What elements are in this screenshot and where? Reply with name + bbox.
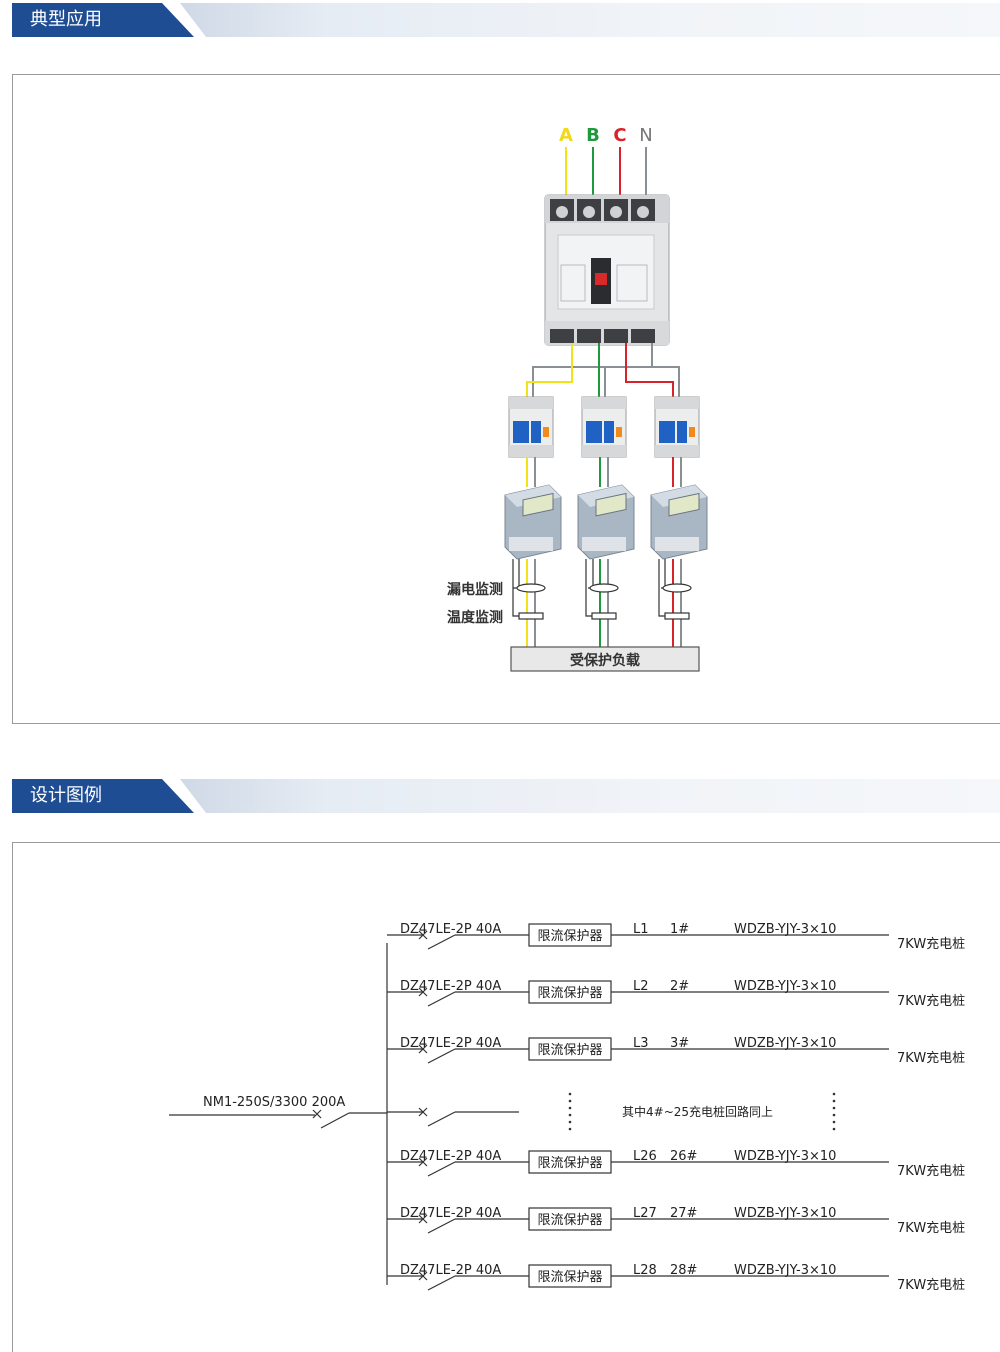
limiter-label: 限流保护器 xyxy=(537,1213,602,1228)
ellipsis-note: 其中4#~25充电桩回路同上 xyxy=(622,1104,773,1119)
line-label: L3 xyxy=(633,1036,649,1051)
breaker-label: DZ47LE-2P 40A xyxy=(400,1149,501,1164)
section-title: 设计图例 xyxy=(30,785,102,806)
load-label: 7KW充电桩 xyxy=(897,1277,965,1293)
branch-number: 28# xyxy=(670,1263,697,1278)
branch-circuit: DZ47LE-2P 40A 限流保护器 L26 26# WDZB-YJY-3×10 7KW… xyxy=(387,1149,965,1179)
breaker-contact xyxy=(427,1218,456,1234)
ellipsis-dots-right xyxy=(832,1092,836,1131)
cable-spec: WDZB-YJY-3×10 xyxy=(734,1036,836,1051)
current-limiter-device-1 xyxy=(504,484,562,560)
cable-spec: WDZB-YJY-3×10 xyxy=(734,979,836,994)
branch-circuit: DZ47LE-2P 40A 限流保护器 L28 28# WDZB-YJY-3×10 7KW… xyxy=(387,1263,965,1293)
branch-circuit: DZ47LE-2P 40A 限流保护器 L2 2# WDZB-YJY-3×10 7KW充电… xyxy=(387,979,965,1009)
distribution-wires xyxy=(526,343,680,397)
header-tab xyxy=(12,779,194,813)
breaker-contact xyxy=(427,1161,456,1177)
cable-spec: WDZB-YJY-3×10 xyxy=(734,1149,836,1164)
breaker-label: DZ47LE-2P 40A xyxy=(400,922,501,937)
breaker-label: DZ47LE-2P 40A xyxy=(400,979,501,994)
header-tab xyxy=(12,3,194,37)
application-diagram: A B C N xyxy=(447,125,708,672)
load-label: 7KW充电桩 xyxy=(897,1163,965,1179)
breaker-contact xyxy=(427,934,456,950)
limiter-label: 限流保护器 xyxy=(537,986,602,1001)
breaker-label: DZ47LE-2P 40A xyxy=(400,1036,501,1051)
limiter-label: 限流保护器 xyxy=(537,929,602,944)
branch-circuit: DZ47LE-2P 40A 限流保护器 L3 3# WDZB-YJY-3×10 7KW充电… xyxy=(387,1036,965,1066)
cable-spec: WDZB-YJY-3×10 xyxy=(734,922,836,937)
breaker-contact xyxy=(427,991,456,1007)
line-label: L2 xyxy=(633,979,649,994)
protected-load-label: 受保护负载 xyxy=(570,652,640,669)
header-stripe xyxy=(180,3,1000,37)
branch-number: 27# xyxy=(670,1206,697,1221)
design-legend-panel: NM1-250S/3300 200A 其中4#~25充电桩回路同上 DZ47LE… xyxy=(12,842,1000,1352)
line-label: L28 xyxy=(633,1263,657,1278)
cable-spec: WDZB-YJY-3×10 xyxy=(734,1206,836,1221)
wiring-schematic: NM1-250S/3300 200A 其中4#~25充电桩回路同上 DZ47LE… xyxy=(169,922,965,1293)
phase-label-n: N xyxy=(639,125,652,146)
load-label: 7KW充电桩 xyxy=(897,993,965,1009)
mccb-breaker xyxy=(544,194,670,346)
branch-number: 2# xyxy=(670,979,689,994)
breaker-contact xyxy=(427,1275,456,1291)
monitor-to-load-wires xyxy=(526,559,682,647)
cable-spec: WDZB-YJY-3×10 xyxy=(734,1263,836,1278)
protected-load-box xyxy=(510,646,700,672)
limiter-label: 限流保护器 xyxy=(537,1270,602,1285)
temperature-monitor-label: 温度监测 xyxy=(447,609,503,626)
current-limiter-device-2 xyxy=(577,484,635,560)
load-label: 7KW充电桩 xyxy=(897,936,965,952)
header-stripe xyxy=(180,779,1000,813)
breaker-x-mark xyxy=(418,987,428,997)
line-label: L26 xyxy=(633,1149,657,1164)
leak-monitor-label: 漏电监测 xyxy=(447,581,503,598)
branch-number: 3# xyxy=(670,1036,689,1051)
branch-circuit: DZ47LE-2P 40A 限流保护器 L1 1# WDZB-YJY-3×10 7KW充电… xyxy=(387,922,965,952)
rcbo-to-monitor-wires xyxy=(526,457,682,487)
main-breaker-label: NM1-250S/3300 200A xyxy=(203,1095,345,1110)
load-label: 7KW充电桩 xyxy=(897,1220,965,1236)
section-title: 典型应用 xyxy=(30,9,102,30)
branch-number: 26# xyxy=(670,1149,697,1164)
load-label: 7KW充电桩 xyxy=(897,1050,965,1066)
leak-sensors xyxy=(513,559,692,593)
current-limiter-device-3 xyxy=(650,484,708,560)
breaker-x-mark xyxy=(418,1271,428,1281)
rcbo-breaker-3 xyxy=(654,396,700,458)
breaker-x-mark xyxy=(418,1044,428,1054)
breaker-x-mark xyxy=(418,930,428,940)
limiter-label: 限流保护器 xyxy=(537,1043,602,1058)
phase-label-a: A xyxy=(559,125,573,146)
section-header-design-legend: 设计图例 xyxy=(12,779,1000,813)
limiter-label: 限流保护器 xyxy=(537,1156,602,1171)
main-breaker-symbol xyxy=(169,1109,387,1129)
breaker-x-mark xyxy=(418,1214,428,1224)
typical-application-panel: A B C N xyxy=(12,74,1000,724)
phase-label-b: B xyxy=(586,125,600,146)
line-label: L27 xyxy=(633,1206,657,1221)
rcbo-breaker-1 xyxy=(508,396,554,458)
rcbo-breaker-2 xyxy=(581,396,627,458)
temperature-sensors xyxy=(512,559,690,620)
branch-circuit: DZ47LE-2P 40A 限流保护器 L27 27# WDZB-YJY-3×10 7KW… xyxy=(387,1206,965,1236)
line-label: L1 xyxy=(633,922,649,937)
ellipsis-dots-left xyxy=(568,1092,572,1131)
phase-label-c: C xyxy=(613,125,626,146)
breaker-label: DZ47LE-2P 40A xyxy=(400,1206,501,1221)
breaker-x-mark xyxy=(418,1157,428,1167)
branch-number: 1# xyxy=(670,922,689,937)
section-header-typical-application: 典型应用 xyxy=(12,3,1000,37)
breaker-contact xyxy=(427,1048,456,1064)
breaker-label: DZ47LE-2P 40A xyxy=(400,1263,501,1278)
ellipsis-branch xyxy=(387,1107,519,1127)
